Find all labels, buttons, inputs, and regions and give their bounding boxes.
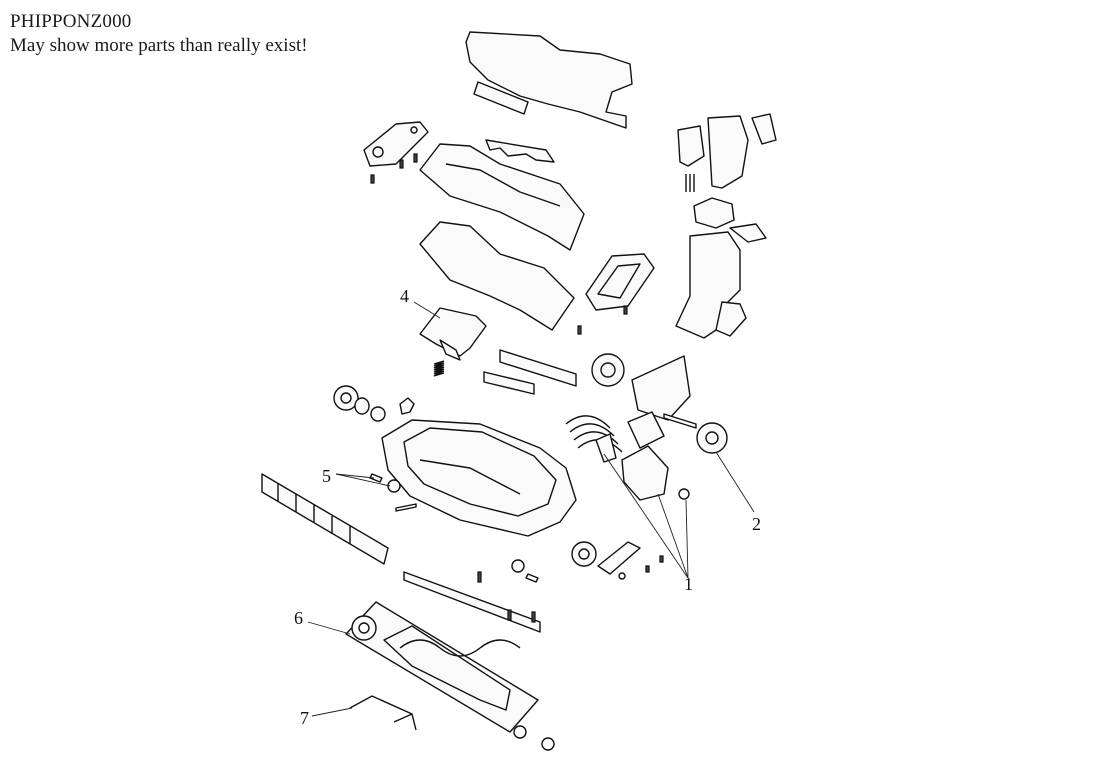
part-front-bumper-comb[interactable] bbox=[261, 473, 389, 565]
part-bumper-strip[interactable] bbox=[485, 139, 555, 163]
part-handle-housing[interactable] bbox=[677, 113, 777, 192]
part-lower-hood[interactable] bbox=[419, 221, 575, 331]
diagram-header: PHIPPONZ000 May show more parts than rea… bbox=[10, 10, 308, 58]
part-6-brushroll[interactable] bbox=[345, 601, 555, 751]
part-left-wheel-set[interactable] bbox=[333, 385, 415, 422]
parts-warning: May show more parts than really exist! bbox=[10, 35, 308, 56]
part-4-pedal[interactable] bbox=[419, 307, 487, 361]
part-top-cover[interactable] bbox=[465, 31, 633, 129]
callout-6: 6 bbox=[294, 608, 303, 628]
part-5-pin[interactable] bbox=[369, 473, 417, 512]
callout-5: 5 bbox=[322, 466, 331, 486]
part-upper-hood[interactable] bbox=[419, 143, 585, 251]
leader-lines bbox=[307, 301, 755, 717]
part-base-housing[interactable] bbox=[381, 419, 577, 537]
part-brush-strip[interactable] bbox=[483, 349, 577, 395]
part-right-wheel-set[interactable] bbox=[591, 353, 728, 454]
part-right-end-cap[interactable] bbox=[585, 253, 655, 311]
part-hose[interactable] bbox=[565, 415, 623, 453]
part-bracket[interactable] bbox=[627, 411, 665, 449]
callout-2: 2 bbox=[752, 514, 761, 534]
part-spring[interactable] bbox=[433, 360, 445, 377]
part-belt-pulley[interactable] bbox=[571, 541, 664, 580]
callout-4: 4 bbox=[400, 286, 409, 306]
part-left-end-cap[interactable] bbox=[363, 121, 429, 167]
part-motor[interactable] bbox=[595, 433, 690, 501]
part-base-plate[interactable] bbox=[403, 559, 541, 633]
part-screws-mid[interactable] bbox=[577, 305, 628, 335]
part-neck-tube[interactable] bbox=[675, 231, 747, 339]
part-collar-ring[interactable] bbox=[693, 197, 767, 243]
model-code: PHIPPONZ000 bbox=[10, 11, 132, 32]
part-7-clip[interactable] bbox=[349, 695, 417, 731]
part-screws-upper-left[interactable] bbox=[370, 153, 418, 184]
callout-7: 7 bbox=[300, 708, 309, 728]
callout-1: 1 bbox=[684, 574, 693, 594]
